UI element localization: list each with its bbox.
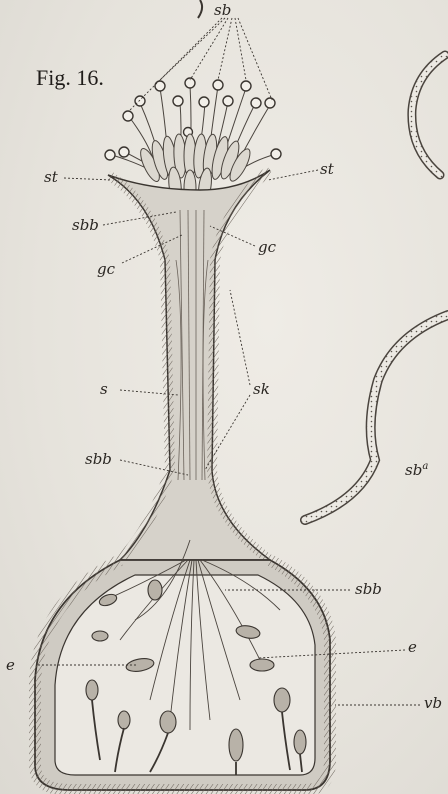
label-sba: sba xyxy=(405,462,428,478)
label-st-right: st xyxy=(320,162,334,177)
isolated-hair-lower xyxy=(305,315,448,520)
label-e-right: e xyxy=(408,640,417,655)
label-st-left: st xyxy=(44,170,58,185)
label-sbb-upper: sbb xyxy=(72,218,99,233)
label-vb: vb xyxy=(424,696,442,711)
isolated-hair-upper xyxy=(412,55,445,175)
hook-fragment xyxy=(198,0,202,18)
label-sbb-lower: sbb xyxy=(85,452,112,467)
vesicle xyxy=(35,560,330,790)
label-s: s xyxy=(100,382,108,397)
label-gc-left: gc xyxy=(97,262,115,277)
label-sbb-bulb: sbb xyxy=(355,582,382,597)
label-e-left: e xyxy=(6,658,15,673)
figure-title: Fig. 16. xyxy=(36,67,104,89)
label-sb-top: sb xyxy=(214,3,231,18)
label-sk: sk xyxy=(253,382,270,397)
label-sba-base: sb xyxy=(405,461,422,479)
label-sba-sup: a xyxy=(422,461,428,472)
label-gc-right: gc xyxy=(258,240,276,255)
